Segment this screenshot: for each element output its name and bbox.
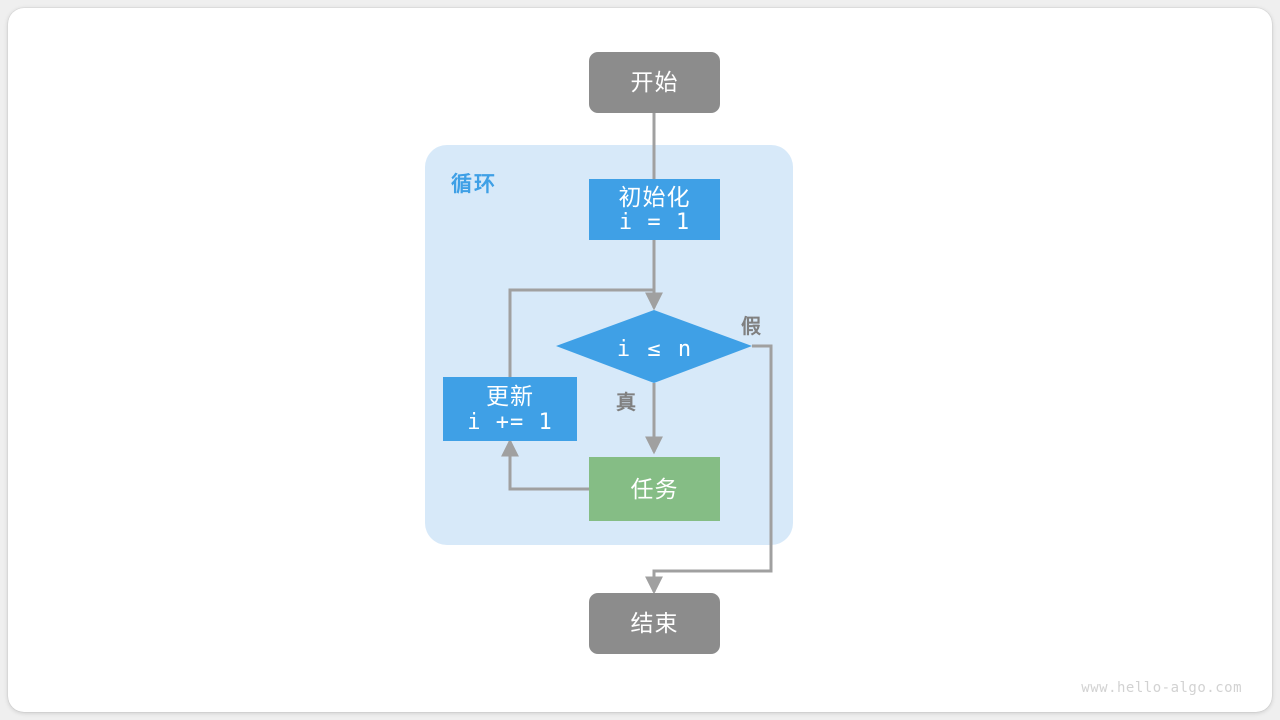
- node-end[interactable]: 结束: [589, 593, 720, 654]
- edge-update-to-decision: [508, 288, 654, 377]
- edge-task-to-update: [501, 438, 589, 491]
- node-task[interactable]: 任务: [589, 457, 720, 521]
- edge-decision-false-to-end: [645, 344, 773, 595]
- node-init-code: i = 1: [618, 210, 691, 236]
- node-start[interactable]: 开始: [589, 52, 720, 113]
- node-init[interactable]: 初始化 i = 1: [589, 179, 720, 240]
- edge-label-false: 假: [741, 316, 762, 338]
- node-init-label: 初始化: [618, 183, 691, 210]
- node-task-label: 任务: [630, 475, 679, 502]
- node-end-label: 结束: [630, 610, 679, 637]
- decision-diamond: [556, 310, 752, 383]
- node-update-label: 更新: [486, 383, 534, 410]
- edge-label-true: 真: [616, 392, 637, 414]
- decision-label: i ≤ n: [616, 336, 694, 362]
- node-start-label: 开始: [630, 69, 679, 96]
- loop-group-label: 循环: [451, 173, 497, 196]
- watermark-text: www.hello-algo.com: [1081, 680, 1242, 696]
- node-update[interactable]: 更新 i += 1: [443, 377, 577, 441]
- node-update-code: i += 1: [467, 409, 553, 435]
